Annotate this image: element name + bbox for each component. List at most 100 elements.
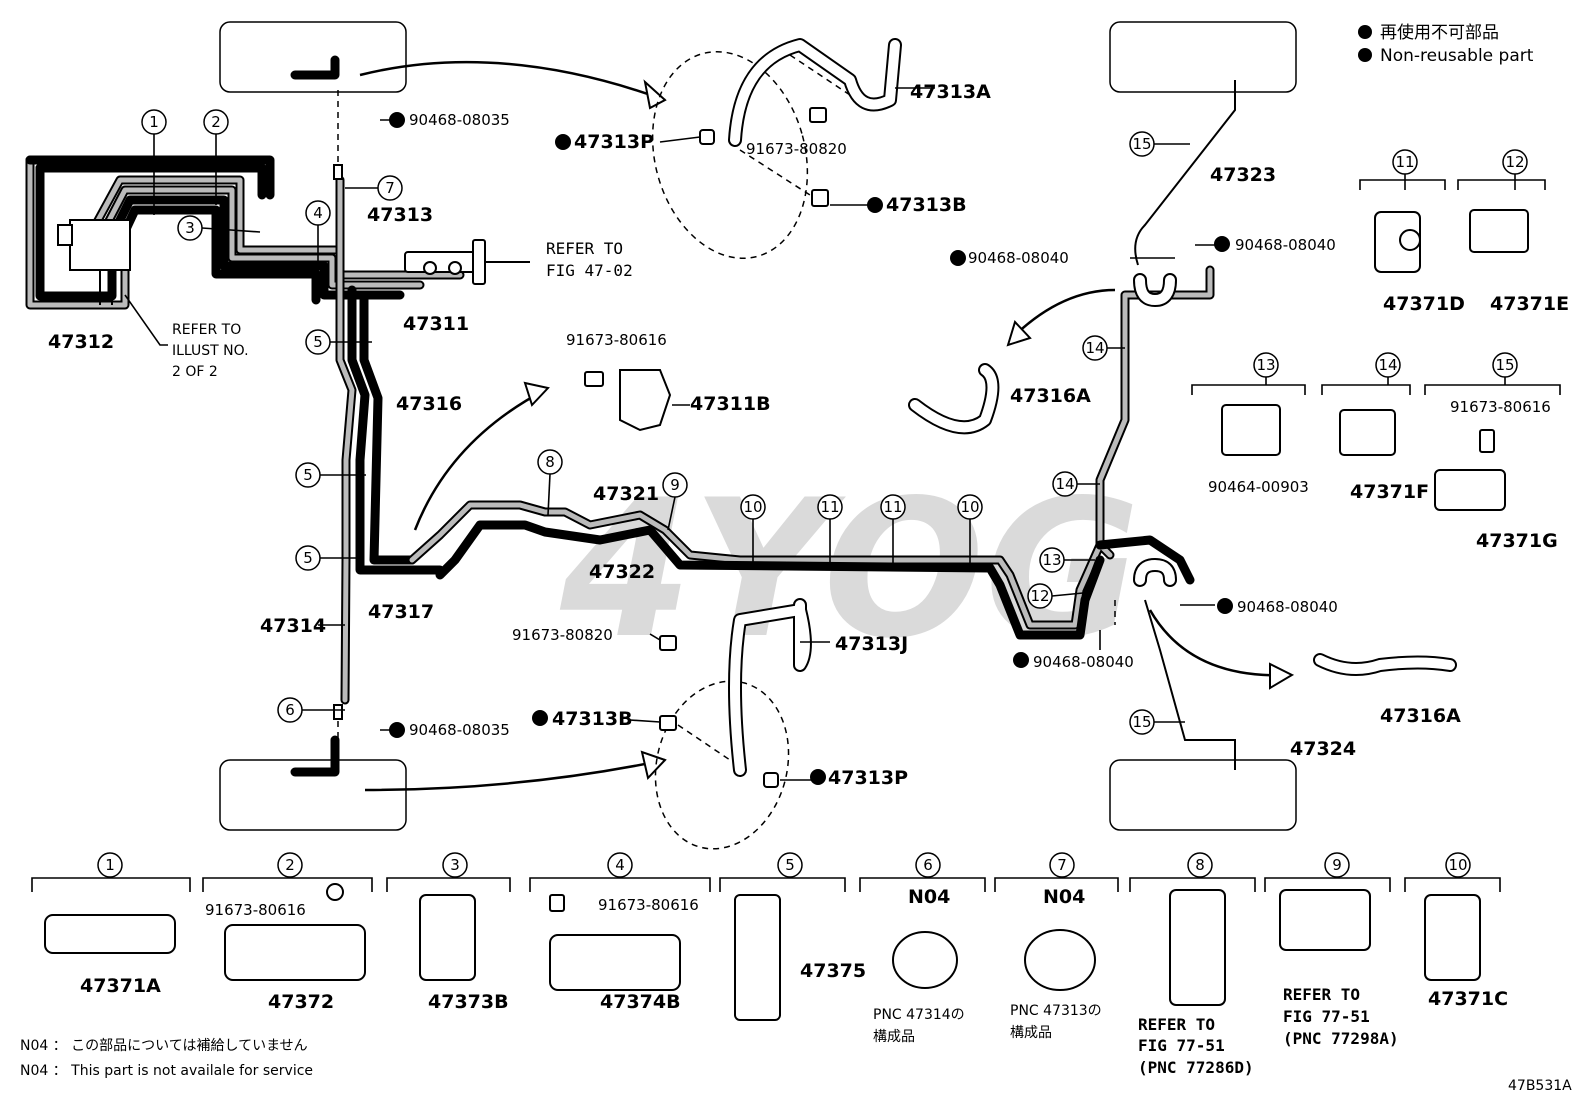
- svg-text:5: 5: [303, 466, 313, 484]
- callout-14: 14: [1052, 471, 1078, 497]
- callout-12: 12: [1502, 149, 1528, 175]
- bolt-icon: [1479, 429, 1495, 453]
- svg-text:13: 13: [1256, 356, 1275, 374]
- part-47371E: 47371E: [1490, 293, 1569, 315]
- part-91673-80616-right: 91673-80616: [1450, 398, 1551, 416]
- non-reusable-markers: [389, 112, 1233, 785]
- non-reusable-dot-icon: [1358, 25, 1372, 39]
- ref-box-bottom-right: [1109, 759, 1297, 831]
- ref-fig47-line2: FIG 47-02: [546, 261, 633, 280]
- callout-14: 14: [1375, 352, 1401, 378]
- part-47313J: 47313J: [835, 633, 908, 655]
- detail-circles: [651, 38, 902, 850]
- figure-code: 47B531A: [1508, 1078, 1572, 1094]
- svg-text:11: 11: [1395, 153, 1414, 171]
- arrow-head-icon: [640, 750, 667, 781]
- svg-text:11: 11: [820, 498, 839, 516]
- svg-text:5: 5: [785, 856, 795, 874]
- callout-6: 6: [277, 697, 303, 723]
- non-reusable-dot-icon: [810, 769, 826, 785]
- callout-5: 5: [305, 329, 331, 355]
- fig8-ref-line3: (PNC 77286D): [1138, 1058, 1254, 1077]
- ref-fig47-line1: REFER TO: [546, 239, 623, 258]
- part-47375: 47375: [800, 960, 866, 982]
- svg-text:9: 9: [1332, 856, 1342, 874]
- arrow-head-icon: [1269, 662, 1295, 690]
- svg-text:6: 6: [285, 701, 295, 719]
- callout-12: 12: [1027, 583, 1053, 609]
- svg-text:11: 11: [883, 498, 902, 516]
- svg-text:10: 10: [1448, 856, 1467, 874]
- svg-text:14: 14: [1055, 475, 1074, 493]
- pnc47313-line2: 構成品: [1010, 1025, 1052, 1041]
- bolt-icon: [659, 715, 677, 731]
- grommet-n04-icon: [892, 931, 958, 989]
- clip-90464-icon: [1221, 404, 1281, 456]
- svg-text:3: 3: [450, 856, 460, 874]
- part-47371C: 47371C: [1428, 988, 1508, 1010]
- svg-text:1: 1: [149, 113, 159, 131]
- part-47322: 47322: [589, 561, 655, 583]
- part-47371G: 47371G: [1476, 530, 1558, 552]
- non-reusable-dot-icon: [555, 134, 571, 150]
- bolt-icon: [584, 371, 604, 387]
- part-47316A-top: 47316A: [1010, 385, 1091, 407]
- part-47321: 47321: [593, 483, 659, 505]
- pnc47314-line2: 構成品: [873, 1029, 915, 1045]
- reference-boxes: [219, 21, 1297, 831]
- ref-illust-line2: ILLUST NO.: [172, 343, 249, 359]
- part-47372: 47372: [268, 991, 334, 1013]
- clip-47373B-icon: [419, 894, 476, 981]
- svg-text:5: 5: [303, 549, 313, 567]
- part-labels: 47313A 47313P 91673-80820 47313B 90468-0…: [48, 81, 1569, 1013]
- fig9-ref-line1: REFER TO: [1283, 985, 1360, 1004]
- ref-box-top-left: [219, 21, 407, 93]
- non-reusable-dot-icon: [867, 197, 883, 213]
- part-90464-00903: 90464-00903: [1208, 478, 1309, 496]
- svg-text:5: 5: [313, 333, 323, 351]
- svg-text:14: 14: [1378, 356, 1397, 374]
- part-47313: 47313: [367, 204, 433, 226]
- clip-47371A-icon: [44, 914, 176, 954]
- reference-texts: REFER TO FIG 47-02 REFER TO ILLUST NO. 2…: [172, 239, 1399, 1077]
- clip-47375-icon: [734, 894, 781, 1021]
- callout-1: 1: [141, 109, 167, 135]
- svg-text:8: 8: [545, 453, 555, 471]
- bracket-icon: [619, 369, 672, 432]
- callout-4: 4: [607, 852, 633, 878]
- arrow-head-icon: [1006, 320, 1032, 347]
- part-47371F: 47371F: [1350, 481, 1429, 503]
- clip-fig77-286D-icon: [1169, 889, 1226, 1006]
- master-cylinder-icon: [404, 251, 476, 273]
- non-reusable-dot-icon: [1214, 236, 1230, 252]
- bolt-icon: [549, 894, 565, 912]
- svg-text:1: 1: [105, 856, 115, 874]
- part-47313A: 47313A: [910, 81, 991, 103]
- bolt-icon: [811, 189, 829, 207]
- abs-block-icon: [69, 219, 131, 271]
- callout-2: 2: [277, 852, 303, 878]
- part-47374B: 47374B: [600, 991, 681, 1013]
- clip-47374B-icon: [549, 934, 681, 991]
- non-reusable-dot-icon: [532, 710, 548, 726]
- svg-text:15: 15: [1132, 135, 1151, 153]
- part-90468-08040-a: 90468-08040: [968, 249, 1069, 267]
- fig9-ref-line2: FIG 77-51: [1283, 1007, 1370, 1026]
- callout-10: 10: [1445, 852, 1471, 878]
- ref-illust-line3: 2 OF 2: [172, 364, 218, 380]
- fig8-ref-line1: REFER TO: [1138, 1015, 1215, 1034]
- callout-5: 5: [295, 462, 321, 488]
- part-90468-08035-top: 90468-08035: [409, 111, 510, 129]
- svg-text:2: 2: [211, 113, 221, 131]
- svg-text:7: 7: [1057, 856, 1067, 874]
- callout-4: 4: [305, 200, 331, 226]
- svg-text:13: 13: [1042, 551, 1061, 569]
- part-47311B: 47311B: [690, 393, 771, 415]
- part-91673-80616-mid: 91673-80616: [566, 331, 667, 349]
- svg-text:4: 4: [615, 856, 625, 874]
- part-47313P-top: 47313P: [574, 131, 654, 153]
- svg-text:9: 9: [670, 476, 680, 494]
- part-47316: 47316: [396, 393, 462, 415]
- part-90468-08040-c: 90468-08040: [1237, 598, 1338, 616]
- callout-9: 9: [662, 472, 688, 498]
